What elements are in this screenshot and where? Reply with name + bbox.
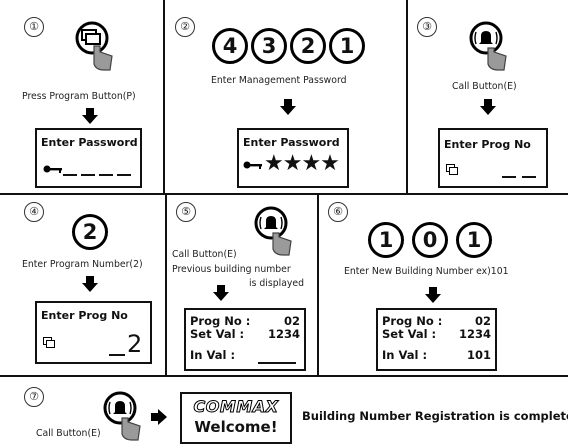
caption: Press Program Button(P) [22, 91, 136, 102]
digit-3: 3 [251, 28, 287, 64]
prog-no-value: 02 [283, 314, 300, 328]
masked-password: ★★★★ [264, 151, 340, 176]
commax-logo: COMMAX [193, 397, 279, 417]
caption: Enter New Building Number ex)101 [344, 266, 509, 277]
step-number: ⑤ [176, 202, 196, 222]
digit-2: 2 [290, 28, 326, 64]
blank-2 [522, 176, 536, 178]
lcd-title: Enter Prog No [41, 309, 128, 322]
lcd-display: Prog No : 02 Set Val : 1234 In Val : [184, 308, 306, 371]
blank-1 [109, 354, 125, 356]
divider-3 [165, 193, 167, 375]
in-val-blank [258, 362, 296, 364]
lcd-title: Enter Password [243, 136, 340, 149]
lcd-display: Enter Password [35, 128, 142, 188]
lcd-title: Enter Password [41, 136, 138, 149]
step-number: ④ [24, 202, 44, 222]
prog-no-label: Prog No : [382, 314, 443, 328]
divider-2 [406, 0, 408, 193]
digit-4: 4 [212, 28, 248, 64]
caption-line-2: Previous building number [172, 264, 291, 275]
caption-line-3: is displayed [249, 278, 305, 289]
digit-1: 1 [368, 222, 404, 258]
set-val-label: Set Val : [382, 327, 437, 341]
down-arrow-icon [213, 285, 229, 301]
caption-line-1: Call Button(E) [172, 249, 237, 260]
in-val-label: In Val : [382, 348, 428, 362]
key-icon [243, 161, 262, 169]
program-number-value: 2 [127, 330, 143, 358]
divider-top [0, 193, 568, 195]
step-number: ① [24, 17, 44, 37]
right-arrow-icon [151, 409, 167, 425]
call-button-hand-icon [254, 206, 292, 256]
set-val-value: 1234 [267, 327, 300, 341]
in-val-label: In Val : [190, 348, 236, 362]
lcd-display: Enter Password ★★★★ [237, 128, 349, 188]
program-icon [43, 337, 55, 348]
completion-message: Building Number Registration is complete… [302, 409, 568, 423]
digit-2: 2 [72, 214, 108, 250]
caption: Call Button(E) [36, 428, 101, 439]
blank-3 [99, 174, 113, 176]
lcd-display: Enter Prog No 2 [35, 301, 152, 364]
divider-bottom [0, 375, 568, 377]
call-button-hand-icon [103, 391, 141, 441]
step-number: ⑦ [24, 387, 44, 407]
digit-0: 0 [412, 222, 448, 258]
caption: Call Button(E) [452, 81, 517, 92]
down-arrow-icon [280, 99, 296, 115]
blank-2 [81, 174, 95, 176]
step-number: ③ [417, 17, 437, 37]
down-arrow-icon [82, 276, 98, 292]
blank-1 [63, 174, 77, 176]
lcd-display: Prog No : 02 Set Val : 1234 In Val : 101 [376, 308, 497, 371]
divider-1 [163, 0, 165, 193]
down-arrow-icon [425, 287, 441, 303]
set-val-label: Set Val : [190, 327, 245, 341]
call-button-hand-icon [469, 21, 507, 71]
program-button-hand-icon [75, 21, 113, 71]
program-icon [446, 164, 458, 175]
caption: Enter Program Number(2) [22, 259, 143, 270]
prog-no-value: 02 [474, 314, 491, 328]
divider-4 [317, 193, 319, 375]
welcome-text: Welcome! [194, 418, 278, 436]
step-number: ⑥ [328, 202, 348, 222]
in-val-value: 101 [466, 348, 491, 362]
set-val-value: 1234 [458, 327, 491, 341]
lcd-display: COMMAX Welcome! [180, 392, 292, 444]
down-arrow-icon [82, 108, 98, 124]
down-arrow-icon [480, 99, 496, 115]
caption: Enter Management Password [211, 75, 347, 86]
lcd-display: Enter Prog No [438, 128, 548, 188]
blank-4 [117, 174, 131, 176]
prog-no-label: Prog No : [190, 314, 251, 328]
lcd-title: Enter Prog No [444, 138, 531, 151]
key-icon [43, 165, 62, 173]
step-number: ② [175, 17, 195, 37]
blank-1 [502, 176, 516, 178]
digit-1: 1 [329, 28, 365, 64]
digit-1b: 1 [456, 222, 492, 258]
